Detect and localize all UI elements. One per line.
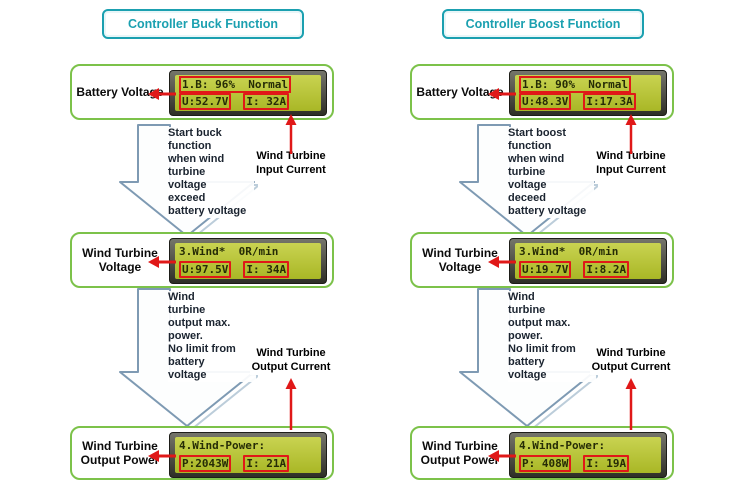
max-power-note: Wind turbine output max. power. No limit… — [168, 291, 256, 382]
wind-current-value: I: 34A — [243, 261, 290, 278]
wind-turbine-input-current-label: Wind Turbine Input Current — [590, 150, 672, 178]
output-power-value: P:2043W — [179, 455, 232, 472]
lcd-display: 4.Wind-Power: P: 408W I: 19A — [509, 432, 667, 478]
buck-title: Controller Buck Function — [102, 9, 304, 39]
red-up-arrow-icon — [285, 114, 297, 154]
boost-condition-note: Start boost function when wind turbine v… — [508, 127, 594, 218]
power-title-line: 4.Wind-Power: — [179, 439, 266, 452]
lcd-screen: 4.Wind-Power: P: 408W I: 19A — [515, 437, 661, 473]
red-left-arrow-icon — [148, 256, 176, 268]
wind-turbine-voltage-label: Wind Turbine Voltage — [82, 245, 158, 274]
battery-voltage-panel: Battery Voltage 1.B: 96% Normal U:52.7V … — [70, 64, 334, 120]
lcd-screen: 4.Wind-Power: P:2043W I: 21A — [175, 437, 321, 473]
battery-voltage-value: U:48.3V — [519, 93, 572, 110]
battery-voltage-panel: Battery Voltage 1.B: 90% Normal U:48.3V … — [410, 64, 674, 120]
boost-function-column: Controller Boost Function Battery Voltag… — [342, 0, 692, 481]
buck-function-column: Controller Buck Function Battery Voltage… — [2, 0, 352, 481]
battery-status-line: 1.B: 96% Normal — [179, 76, 291, 93]
lcd-value-line: P: 408W I: 19A — [519, 455, 657, 472]
red-left-arrow-icon — [488, 88, 516, 100]
wind-status-line: 3.Wind* 0R/min — [179, 245, 279, 258]
wind-turbine-output-power-panel: Wind Turbine Output Power 4.Wind-Power: … — [70, 426, 334, 480]
lcd-display: 3.Wind* 0R/min U:97.5V I: 34A — [169, 238, 327, 284]
wind-turbine-input-current-label: Wind Turbine Input Current — [250, 150, 332, 178]
wind-voltage-value: U:19.7V — [519, 261, 572, 278]
battery-voltage-label: Battery Voltage — [416, 84, 504, 99]
output-power-value: P: 408W — [519, 455, 572, 472]
battery-voltage-value: U:52.7V — [179, 93, 232, 110]
wind-turbine-output-power-label: Wind Turbine Output Power — [80, 438, 160, 467]
battery-status-line: 1.B: 90% Normal — [519, 76, 631, 93]
lcd-screen: 3.Wind* 0R/min U:97.5V I: 34A — [175, 243, 321, 279]
lcd-value-line: P:2043W I: 21A — [179, 455, 317, 472]
lcd-value-line: U:52.7V I: 32A — [179, 93, 317, 110]
battery-current-value: I:17.3A — [583, 93, 636, 110]
boost-title: Controller Boost Function — [442, 9, 644, 39]
lcd-value-line: U:19.7V I:8.2A — [519, 261, 657, 278]
wind-status-line: 3.Wind* 0R/min — [519, 245, 619, 258]
wind-turbine-output-current-label: Wind Turbine Output Current — [590, 347, 672, 375]
red-left-arrow-icon — [148, 450, 176, 462]
power-title-line: 4.Wind-Power: — [519, 439, 606, 452]
wind-turbine-output-power-label: Wind Turbine Output Power — [420, 438, 500, 467]
red-left-arrow-icon — [148, 88, 176, 100]
red-up-arrow-icon — [625, 114, 637, 154]
lcd-value-line: U:48.3V I:17.3A — [519, 93, 657, 110]
red-left-arrow-icon — [488, 450, 516, 462]
lcd-screen: 1.B: 90% Normal U:48.3V I:17.3A — [515, 75, 661, 111]
lcd-display: 1.B: 90% Normal U:48.3V I:17.3A — [509, 70, 667, 116]
wind-current-value: I:8.2A — [583, 261, 630, 278]
wind-turbine-voltage-panel: Wind Turbine Voltage 3.Wind* 0R/min U:19… — [410, 232, 674, 288]
wind-turbine-output-current-label: Wind Turbine Output Current — [250, 347, 332, 375]
lcd-display: 3.Wind* 0R/min U:19.7V I:8.2A — [509, 238, 667, 284]
wind-turbine-output-power-panel: Wind Turbine Output Power 4.Wind-Power: … — [410, 426, 674, 480]
red-up-arrow-icon — [285, 378, 297, 430]
wind-turbine-voltage-panel: Wind Turbine Voltage 3.Wind* 0R/min U:97… — [70, 232, 334, 288]
lcd-display: 4.Wind-Power: P:2043W I: 21A — [169, 432, 327, 478]
red-left-arrow-icon — [488, 256, 516, 268]
wind-turbine-voltage-label: Wind Turbine Voltage — [422, 245, 498, 274]
max-power-note: Wind turbine output max. power. No limit… — [508, 291, 596, 382]
lcd-screen: 3.Wind* 0R/min U:19.7V I:8.2A — [515, 243, 661, 279]
output-current-value: I: 21A — [243, 455, 290, 472]
lcd-screen: 1.B: 96% Normal U:52.7V I: 32A — [175, 75, 321, 111]
red-up-arrow-icon — [625, 378, 637, 430]
lcd-display: 1.B: 96% Normal U:52.7V I: 32A — [169, 70, 327, 116]
wind-voltage-value: U:97.5V — [179, 261, 232, 278]
battery-voltage-label: Battery Voltage — [76, 84, 164, 99]
buck-condition-note: Start buck function when wind turbine vo… — [168, 127, 254, 218]
lcd-value-line: U:97.5V I: 34A — [179, 261, 317, 278]
battery-current-value: I: 32A — [243, 93, 290, 110]
output-current-value: I: 19A — [583, 455, 630, 472]
